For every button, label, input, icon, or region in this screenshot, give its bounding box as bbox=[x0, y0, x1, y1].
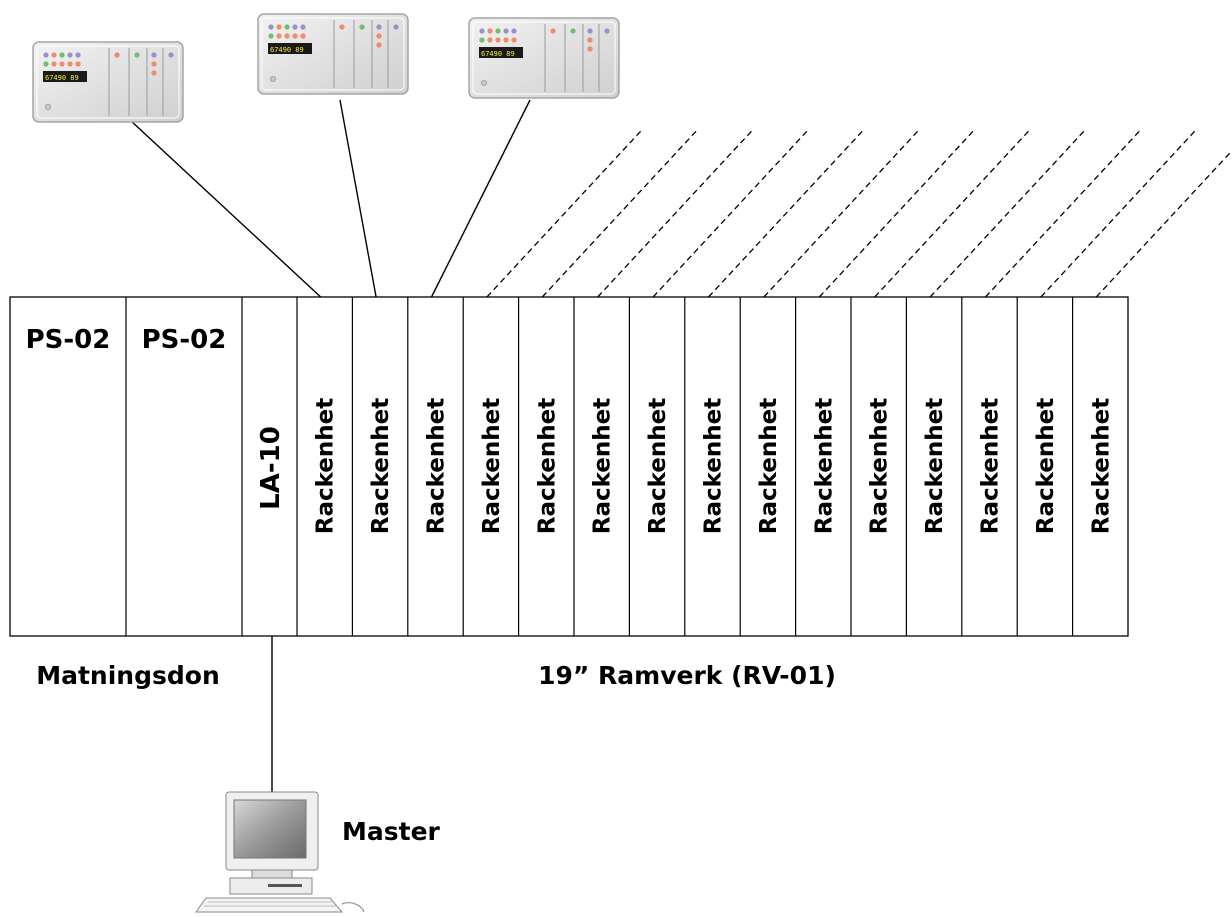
rack-units: Rackenhet Rackenhet Rackenhet Rackenhet Rack… bbox=[313, 297, 1114, 636]
la-unit-label: LA-10 bbox=[256, 426, 286, 510]
remote-device-icon bbox=[468, 17, 620, 99]
power-slot-1: PS-02 bbox=[26, 325, 111, 355]
remote-device-icon bbox=[257, 13, 409, 95]
planned-connection-line bbox=[597, 130, 753, 298]
rack-unit-label: Rackenhet bbox=[424, 398, 450, 534]
rack-unit-label: Rackenhet bbox=[590, 398, 616, 534]
connection-line bbox=[129, 119, 322, 298]
planned-connection-line bbox=[541, 130, 697, 298]
rack-unit-label: Rackenhet bbox=[756, 398, 782, 534]
planned-connection-line bbox=[818, 130, 974, 298]
rack-unit-label: Rackenhet bbox=[313, 398, 339, 534]
master-computer: Master bbox=[195, 791, 441, 913]
rack-unit-label: Rackenhet bbox=[1033, 398, 1059, 534]
rack-unit-label: Rackenhet bbox=[867, 398, 893, 534]
rack-unit-label: Rackenhet bbox=[811, 398, 837, 534]
planned-connection-line bbox=[763, 130, 919, 298]
planned-connection-line bbox=[486, 130, 642, 298]
remote-device-3: 67490 89 bbox=[468, 17, 620, 99]
planned-connection-line bbox=[985, 130, 1140, 298]
power-caption: Matningsdon bbox=[36, 661, 220, 690]
device-display-text: 67490 89 bbox=[270, 46, 304, 54]
rack-unit-label: Rackenhet bbox=[978, 398, 1004, 534]
rack-unit-label: Rackenhet bbox=[701, 398, 727, 534]
device-display-text: 67490 89 bbox=[45, 74, 79, 82]
remote-device-1: 67490 89 bbox=[32, 41, 184, 123]
power-slot-2: PS-02 bbox=[142, 325, 227, 355]
planned-connection-line bbox=[1040, 130, 1196, 298]
rack-unit-label: Rackenhet bbox=[1088, 398, 1114, 534]
remote-device-icon bbox=[32, 41, 184, 123]
frame-caption: 19” Ramverk (RV-01) bbox=[538, 661, 836, 690]
master-computer-icon bbox=[195, 791, 365, 913]
planned-connection-line bbox=[929, 130, 1085, 298]
connection-line bbox=[339, 99, 377, 298]
master-label: Master bbox=[342, 817, 441, 846]
rack-outline bbox=[9, 296, 1129, 637]
rack-unit-label: Rackenhet bbox=[645, 398, 671, 534]
remote-device-2: 67490 89 bbox=[257, 13, 409, 95]
device-connections bbox=[129, 99, 531, 298]
planned-connection-line bbox=[708, 130, 863, 298]
planned-connections bbox=[486, 130, 1232, 298]
rack-unit-label: Rackenhet bbox=[534, 398, 560, 534]
planned-connection-line bbox=[1095, 149, 1232, 298]
connection-line bbox=[430, 99, 531, 298]
device-display-text: 67490 89 bbox=[481, 50, 515, 58]
planned-connection-line bbox=[874, 130, 1030, 298]
planned-connection-line bbox=[652, 130, 808, 298]
rack-unit-label: Rackenhet bbox=[922, 398, 948, 534]
rack-unit-label: Rackenhet bbox=[368, 398, 394, 534]
rack-unit-label: Rackenhet bbox=[479, 398, 505, 534]
